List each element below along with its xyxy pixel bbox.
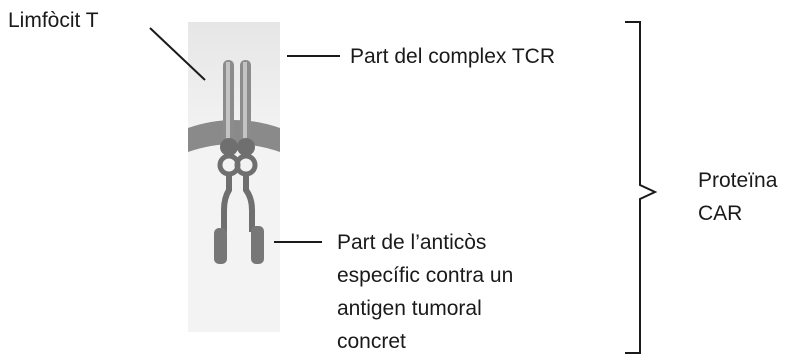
lymphocyte-label: Limfòcit T <box>8 9 99 32</box>
antibody-part-label-line2: específic contra un <box>337 264 514 287</box>
antibody-fragment <box>214 174 264 264</box>
pointer-lymphocyte <box>149 27 206 81</box>
antibody-part-label-line3: antigen tumoral <box>337 297 482 320</box>
antibody-part-label-line4: concret <box>337 330 406 353</box>
tcr-receptor-chains <box>223 60 251 142</box>
antibody-part-label-line1: Part de l’anticòs <box>337 231 487 254</box>
car-protein-label-line2: CAR <box>698 202 743 225</box>
tcr-part-label: Part del complex TCR <box>350 45 556 68</box>
car-bracket <box>625 21 658 354</box>
car-protein-label-line1: Proteïna <box>698 169 778 192</box>
